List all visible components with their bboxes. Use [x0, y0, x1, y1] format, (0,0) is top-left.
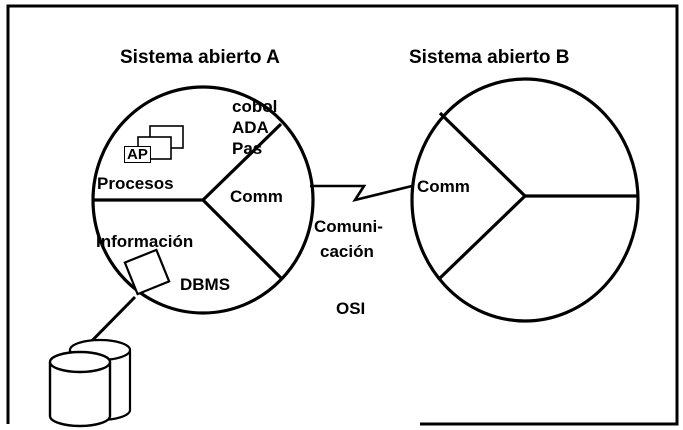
- frame-border: [6, 4, 679, 426]
- language-label-ada: ADA: [232, 118, 269, 137]
- comunicacion-label-line2: cación: [320, 242, 374, 261]
- dbms-connector-box: [123, 248, 171, 296]
- dbms-label: DBMS: [180, 275, 231, 294]
- database-cylinder-front: [48, 350, 112, 428]
- system-b-title: Sistema abierto B: [409, 47, 570, 68]
- procesos-label: Procesos: [97, 174, 174, 193]
- comm-b-label: Comm: [417, 177, 470, 196]
- system-b-divider-lower: [438, 194, 527, 280]
- system-b-divider-upper: [438, 111, 527, 198]
- communication-link: [310, 184, 413, 203]
- system-a-title: Sistema abierto A: [120, 47, 280, 68]
- language-label-cobol: cobol: [232, 97, 278, 116]
- osi-label: OSI: [336, 299, 366, 318]
- system-a-divider-upper: [201, 122, 283, 202]
- comm-a-label: Comm: [230, 187, 283, 206]
- comunicacion-label-line1: Comuni-: [314, 217, 383, 236]
- language-label-pas: Pas: [232, 139, 263, 158]
- ap-box-label: AP: [124, 146, 151, 163]
- system-a-divider-lower: [201, 198, 283, 280]
- informacion-label: Información: [96, 232, 194, 251]
- system-b-circle: [410, 77, 640, 323]
